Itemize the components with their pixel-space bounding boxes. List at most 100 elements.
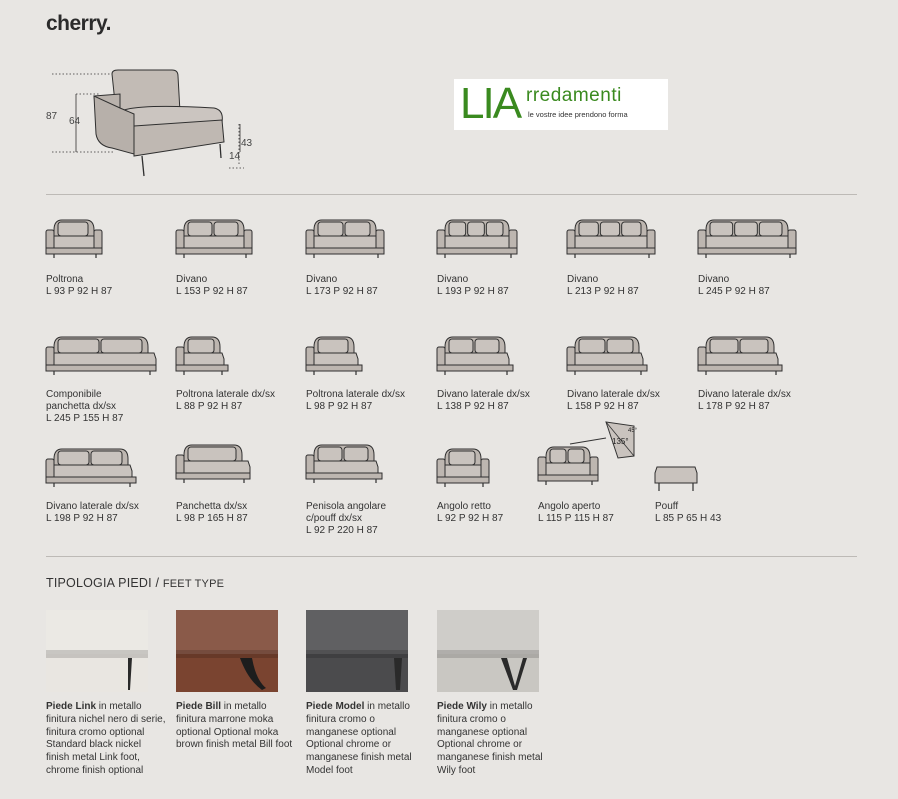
foot-name: Piede Bill xyxy=(176,701,222,712)
model-icon-13 xyxy=(45,448,137,487)
feet-section-title: TIPOLOGIA PIEDI / FEET TYPE xyxy=(46,576,224,590)
foot-shape-icon xyxy=(176,610,278,690)
dim-back-depth: 14 xyxy=(229,151,241,162)
model-icon-3 xyxy=(305,219,385,258)
model-icon-12 xyxy=(697,336,783,375)
model-size: L 173 P 92 H 87 xyxy=(306,286,378,297)
feet-title-it: TIPOLOGIA PIEDI xyxy=(46,576,152,590)
model-name: Divano laterale dx/sx xyxy=(46,501,139,512)
model-size: L 88 P 92 H 87 xyxy=(176,401,243,412)
model-size: L 92 P 92 H 87 xyxy=(437,513,504,524)
foot-description-3: Piede Model in metallo finitura cromo o … xyxy=(306,701,426,778)
dim-seat-height: 43 xyxy=(241,138,253,149)
dim-total-height: 87 xyxy=(46,111,58,122)
model-icon-1 xyxy=(45,219,103,258)
model-name: Angolo retto xyxy=(437,501,491,512)
model-name: Poltrona laterale dx/sx xyxy=(306,389,405,400)
model-name: Divano xyxy=(437,274,469,285)
foot-photo-2 xyxy=(176,610,278,692)
model-size: L 158 P 92 H 87 xyxy=(567,401,639,412)
model-size: L 93 P 92 H 87 xyxy=(46,286,113,297)
model-name: Poltrona xyxy=(46,274,84,285)
divider-bottom xyxy=(46,556,857,557)
model-name: Divano xyxy=(698,274,730,285)
model-name: Penisola angolare c/pouff dx/sx xyxy=(306,501,387,524)
model-size: L 98 P 92 H 87 xyxy=(306,401,373,412)
model-name: Angolo aperto xyxy=(538,501,601,512)
foot-shape-icon xyxy=(46,610,148,690)
model-name: Divano laterale dx/sx xyxy=(698,389,791,400)
model-icon-18 xyxy=(654,466,698,491)
foot-shape-icon xyxy=(437,610,539,690)
model-size: L 138 P 92 H 87 xyxy=(437,401,509,412)
hero-armchair-diagram xyxy=(52,69,244,177)
foot-description-2: Piede Bill in metallo finitura marrone m… xyxy=(176,701,296,752)
model-size: L 98 P 165 H 87 xyxy=(176,513,248,524)
angle-label-b: 45° xyxy=(628,428,638,434)
foot-description-4: Piede Wily in metallo finitura cromo o m… xyxy=(437,701,557,778)
model-icon-5 xyxy=(566,219,656,258)
foot-desc: in metallo finitura cromo o manganese op… xyxy=(437,701,543,776)
foot-photo-4 xyxy=(437,610,539,692)
model-icon-16 xyxy=(436,448,490,487)
model-size: L 92 P 220 H 87 xyxy=(306,525,378,536)
dealer-logo: LIA rredamenti le vostre idee prendono f… xyxy=(454,79,668,130)
foot-shape-icon xyxy=(306,610,408,690)
foot-name: Piede Link xyxy=(46,701,97,712)
divider-top xyxy=(46,194,857,195)
model-size: L 213 P 92 H 87 xyxy=(567,286,639,297)
model-icon-6 xyxy=(697,219,797,258)
model-size: L 153 P 92 H 87 xyxy=(176,286,248,297)
model-size: L 178 P 92 H 87 xyxy=(698,401,770,412)
model-icon-10 xyxy=(436,336,514,375)
model-size: L 198 P 92 H 87 xyxy=(46,513,118,524)
model-icon-11 xyxy=(566,336,648,375)
model-icon-14 xyxy=(175,444,251,483)
model-name: Panchetta dx/sx xyxy=(176,501,248,512)
model-name: Pouff xyxy=(655,501,679,512)
model-icon-2 xyxy=(175,219,253,258)
model-icon-17 xyxy=(537,446,599,485)
logo-initials: LIA xyxy=(460,79,522,128)
feet-title-sep: / xyxy=(151,576,163,590)
model-icon-7 xyxy=(45,336,157,375)
model-size: L 193 P 92 H 87 xyxy=(437,286,509,297)
model-size: L 115 P 115 H 87 xyxy=(538,513,614,524)
angle-label-a: 135° xyxy=(612,437,629,446)
model-size: L 85 P 65 H 43 xyxy=(655,513,722,524)
model-size: L 245 P 92 H 87 xyxy=(698,286,770,297)
model-name: Poltrona laterale dx/sx xyxy=(176,389,275,400)
foot-desc: in metallo finitura cromo o manganese op… xyxy=(306,701,412,776)
model-size: L 245 P 155 H 87 xyxy=(46,413,124,424)
model-name: Divano laterale dx/sx xyxy=(437,389,530,400)
feet-title-en: FEET TYPE xyxy=(162,578,225,590)
model-name: Divano xyxy=(306,274,338,285)
dim-arm-height: 64 xyxy=(69,116,81,127)
model-name: Divano xyxy=(567,274,599,285)
model-icon-15 xyxy=(305,444,383,483)
logo-word: rredamenti xyxy=(526,85,622,106)
model-name: Divano laterale dx/sx xyxy=(567,389,660,400)
brand-title: cherry. xyxy=(46,12,112,35)
foot-desc: in metallo finitura marrone moka optiona… xyxy=(176,701,293,751)
model-name: Divano xyxy=(176,274,208,285)
angle-detail-diagram: 135° 45° xyxy=(569,421,638,459)
foot-photo-1 xyxy=(46,610,148,692)
foot-photo-3 xyxy=(306,610,408,692)
logo-tagline: le vostre idee prendono forma xyxy=(528,110,628,119)
foot-name: Piede Wily xyxy=(437,701,487,712)
